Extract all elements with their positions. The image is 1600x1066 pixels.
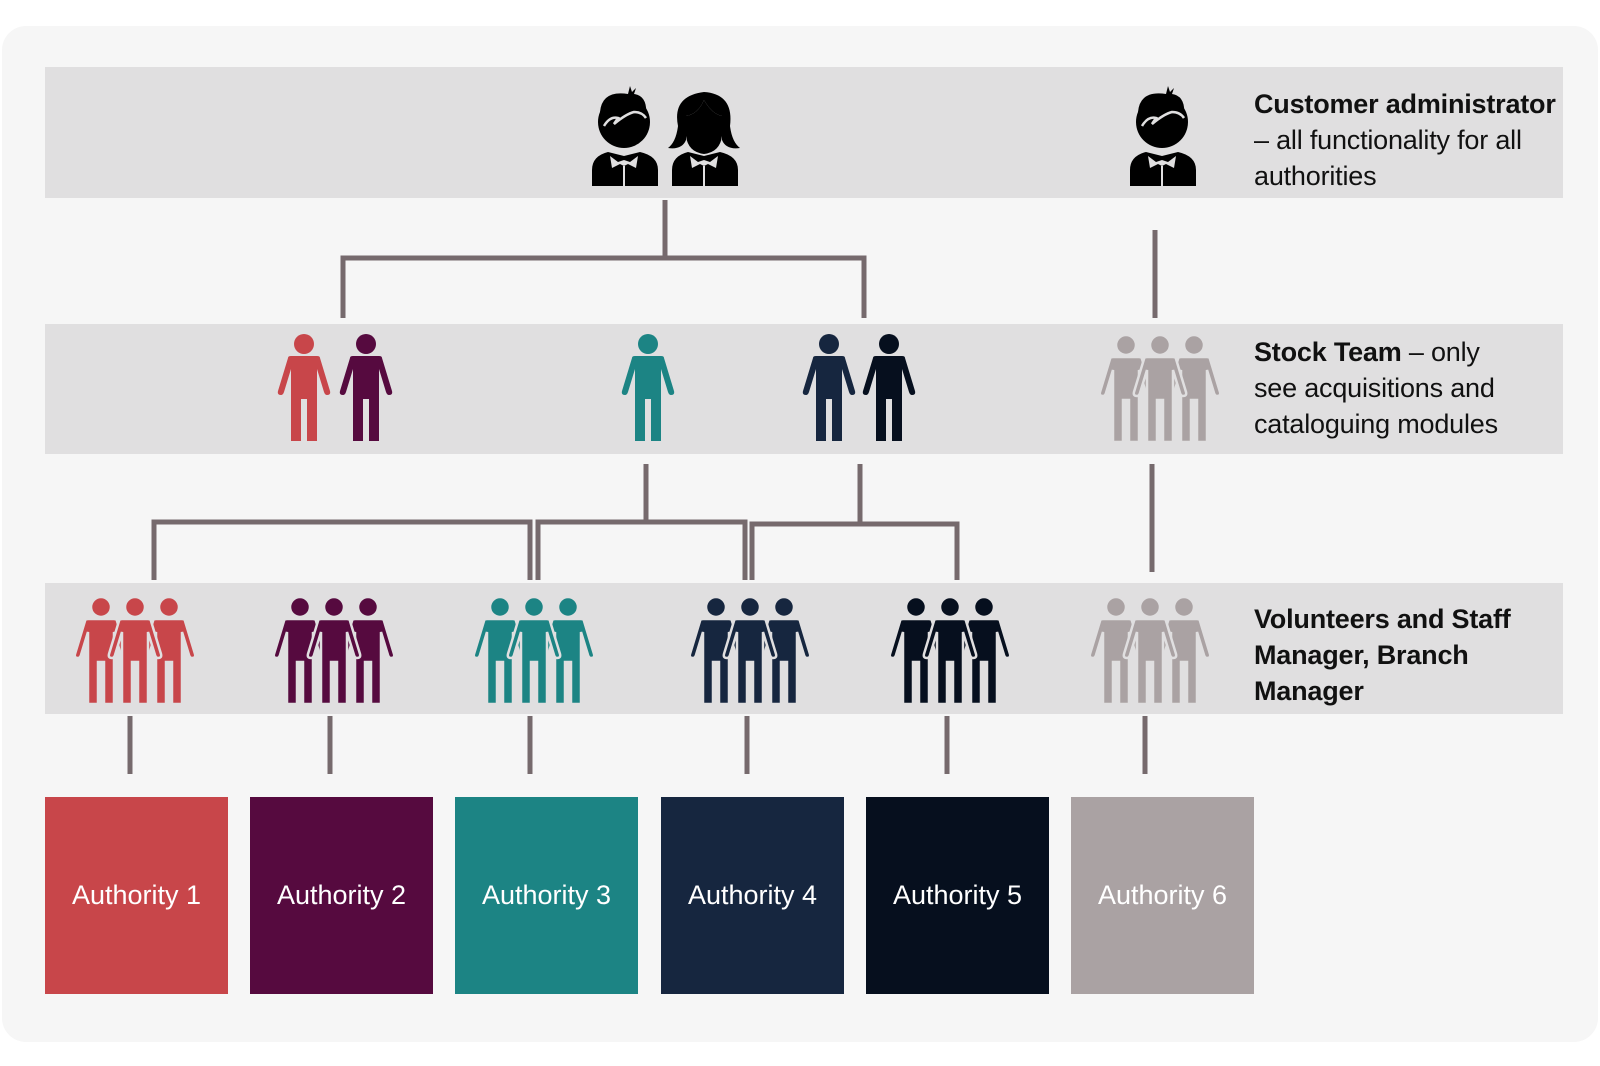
stock-team-title-suffix: – only xyxy=(1401,337,1480,367)
person-figure-icon xyxy=(339,334,393,441)
person-female-admin-icon xyxy=(668,86,744,191)
staff-managers-title-line: Manager xyxy=(1254,676,1364,706)
person-figure-icon xyxy=(922,595,978,706)
person-figure-icon xyxy=(272,595,328,706)
customer-admin-desc-line: authorities xyxy=(1254,161,1377,191)
person-figure-icon xyxy=(888,595,944,706)
authority-label: Authority 3 xyxy=(481,880,612,910)
person-figure-icon xyxy=(1132,333,1188,444)
person-figure-icon xyxy=(862,334,916,441)
person-figure-icon xyxy=(1098,333,1154,444)
stock-team-group-icon xyxy=(621,333,677,450)
stock-team-description: Stock Team – only see acquisitions and c… xyxy=(1254,334,1498,442)
person-figure-icon xyxy=(1122,595,1178,706)
staff-managers-description: Volunteers and Staff Manager, Branch Man… xyxy=(1254,601,1511,709)
stock-team-title: Stock Team xyxy=(1254,337,1402,367)
person-figure-icon xyxy=(621,334,675,441)
authority-label: Authority 5 xyxy=(892,880,1023,910)
authority-label: Authority 1 xyxy=(71,880,202,910)
person-figure-icon xyxy=(1166,333,1222,444)
staff-managers-title-line: Volunteers and Staff xyxy=(1254,604,1511,634)
person-male-admin-icon xyxy=(588,86,664,191)
person-figure-icon xyxy=(956,595,1012,706)
tier-band-customer-admin xyxy=(45,67,1563,198)
staff-group-icon xyxy=(1088,595,1214,712)
person-figure-icon xyxy=(306,595,362,706)
authority-label: Authority 4 xyxy=(687,880,818,910)
customer-admin-description: Customer administrator – all functionali… xyxy=(1254,86,1556,194)
person-figure-icon xyxy=(107,595,163,706)
person-figure-icon xyxy=(472,595,528,706)
staff-managers-title-line: Manager, Branch xyxy=(1254,640,1469,670)
person-figure-icon xyxy=(1088,595,1144,706)
stock-team-group-icon xyxy=(802,333,918,450)
authority-box-2: Authority 2 xyxy=(250,797,433,994)
customer-admin-desc-line: – all functionality for all xyxy=(1254,125,1522,155)
person-figure-icon xyxy=(802,334,856,441)
stock-team-group-icon xyxy=(277,333,395,450)
person-figure-icon xyxy=(277,334,331,441)
staff-group-icon xyxy=(272,595,398,712)
person-figure-icon xyxy=(340,595,396,706)
authority-label: Authority 2 xyxy=(276,880,407,910)
staff-group-icon xyxy=(73,595,199,712)
customer-admin-title: Customer administrator xyxy=(1254,89,1556,119)
person-figure-icon xyxy=(141,595,197,706)
staff-group-icon xyxy=(472,595,598,712)
person-figure-icon xyxy=(688,595,744,706)
authority-box-4: Authority 4 xyxy=(661,797,844,994)
staff-group-icon xyxy=(688,595,814,712)
authority-box-6: Authority 6 xyxy=(1071,797,1254,994)
stock-team-desc-line: cataloguing modules xyxy=(1254,409,1498,439)
person-male-admin-icon xyxy=(1126,86,1202,191)
person-figure-icon xyxy=(1156,595,1212,706)
connector-line xyxy=(535,519,748,580)
authority-box-3: Authority 3 xyxy=(455,797,638,994)
authority-box-1: Authority 1 xyxy=(45,797,228,994)
stock-team-group-icon xyxy=(1098,333,1224,450)
person-figure-icon xyxy=(73,595,129,706)
connector-line xyxy=(340,255,867,318)
authority-label: Authority 6 xyxy=(1097,880,1228,910)
authority-box-5: Authority 5 xyxy=(866,797,1049,994)
person-figure-icon xyxy=(756,595,812,706)
staff-group-icon xyxy=(888,595,1014,712)
stock-team-desc-line: see acquisitions and xyxy=(1254,373,1495,403)
connector-line xyxy=(151,519,533,580)
person-figure-icon xyxy=(540,595,596,706)
connector-line xyxy=(749,521,960,580)
person-figure-icon xyxy=(722,595,778,706)
person-figure-icon xyxy=(506,595,562,706)
